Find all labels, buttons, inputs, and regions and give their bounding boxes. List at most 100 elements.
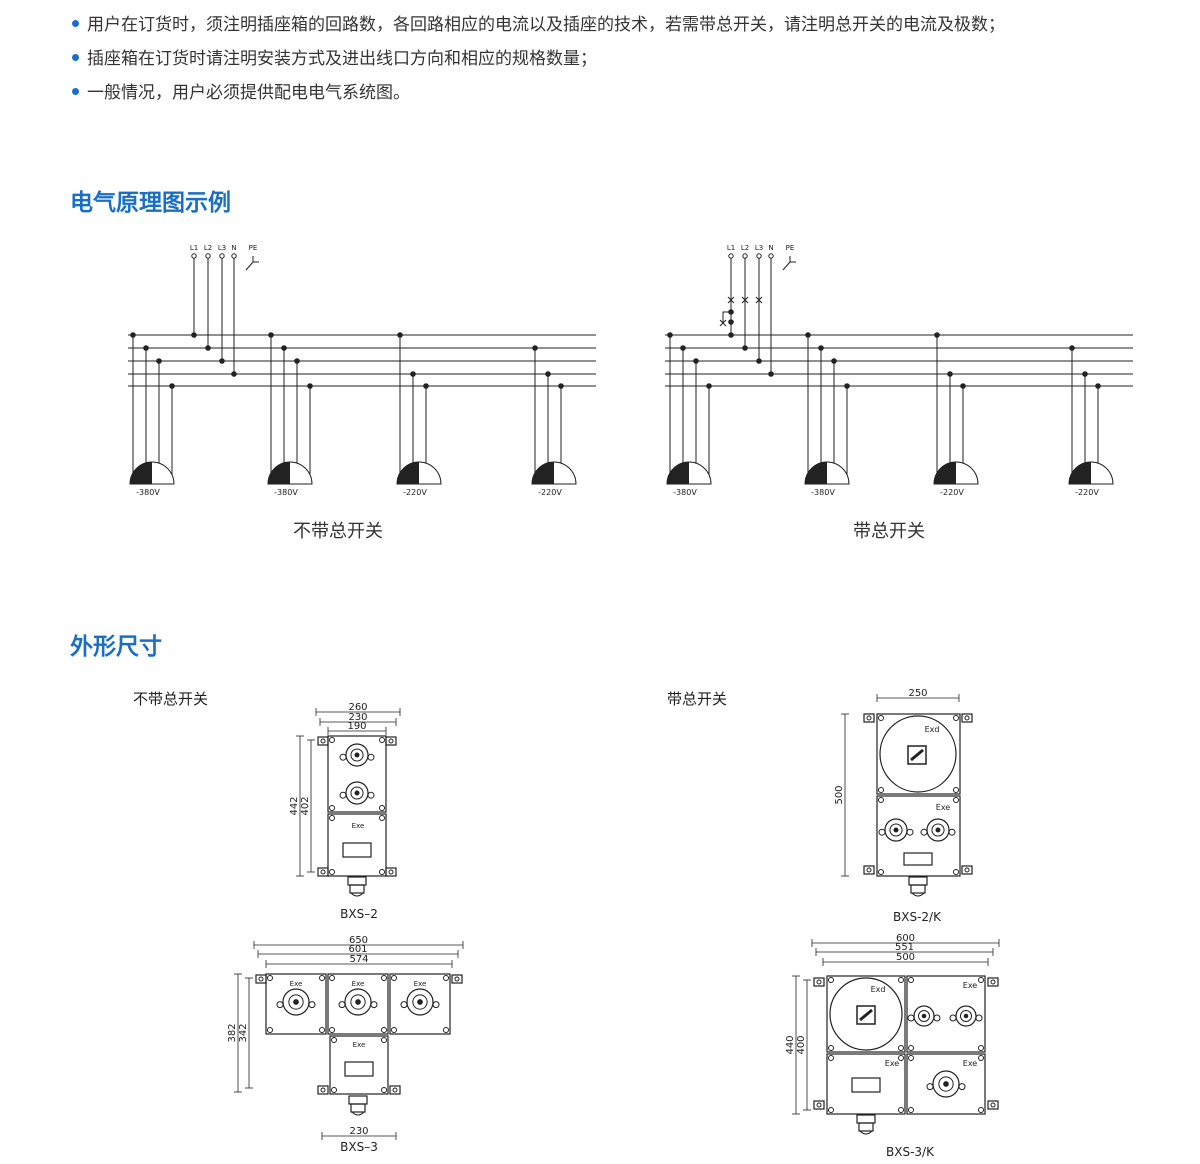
socket-pin-icon bbox=[921, 1013, 927, 1019]
enclosure bbox=[265, 973, 327, 1035]
cable-gland-icon bbox=[348, 1095, 368, 1105]
bolt-icon bbox=[329, 1027, 335, 1033]
schematic-left-caption: 不带总开关 bbox=[293, 521, 383, 542]
terminal-label: L2 bbox=[204, 244, 212, 252]
terminal-icon bbox=[231, 253, 237, 259]
bolt-icon bbox=[908, 1107, 914, 1113]
socket-shading bbox=[268, 462, 290, 484]
dimension-label: 574 bbox=[349, 954, 368, 965]
cable-gland-icon bbox=[910, 884, 926, 894]
socket-voltage-label: -220V bbox=[538, 488, 562, 497]
bolt-icon bbox=[379, 737, 385, 743]
enclosure-type-label: Exe bbox=[290, 980, 303, 988]
hole-icon bbox=[990, 1102, 996, 1108]
schematic-right-caption: 带总开关 bbox=[853, 521, 925, 542]
bolt-icon bbox=[379, 869, 385, 875]
socket-face-icon bbox=[350, 994, 366, 1010]
bolt-icon bbox=[319, 975, 325, 981]
bolt-icon bbox=[898, 1107, 904, 1113]
order-notes: 用户在订货时，须注明插座箱的回路数，各回路相应的电流以及插座的技术，若需带总开关… bbox=[72, 8, 1005, 110]
pe-terminal-icon bbox=[245, 256, 259, 271]
junction-dot bbox=[219, 358, 225, 364]
socket-cover-icon bbox=[406, 988, 434, 1016]
socket-cover-icon bbox=[344, 988, 372, 1016]
bolt-icon bbox=[379, 805, 385, 811]
dimension-label: 650 bbox=[349, 935, 368, 946]
breaker-contact-icon bbox=[727, 296, 735, 304]
screw-icon bbox=[948, 828, 956, 836]
note-text: 一般情况，用户必须提供配电电气系统图。 bbox=[87, 83, 410, 103]
schematic-section-title: 电气原理图示例 bbox=[70, 190, 231, 216]
bolt-icon bbox=[329, 869, 335, 875]
bolt-icon bbox=[953, 715, 959, 721]
bolt-icon bbox=[898, 1045, 904, 1051]
socket-cover-icon bbox=[913, 1005, 935, 1027]
screw-icon bbox=[338, 1001, 346, 1009]
terminal-label: L3 bbox=[218, 244, 226, 252]
bolt-icon bbox=[329, 805, 335, 811]
mounting-lug-icon bbox=[961, 713, 973, 723]
dimension-label: 250 bbox=[908, 688, 927, 699]
nameplate bbox=[903, 852, 933, 866]
enclosure-type-label: Exe bbox=[963, 1059, 978, 1068]
cable-icon bbox=[350, 892, 364, 897]
hole-icon bbox=[320, 869, 326, 875]
note-text: 用户在订货时，须注明插座箱的回路数，各回路相应的电流以及插座的技术，若需带总开关… bbox=[87, 15, 1005, 35]
socket-pin-icon bbox=[893, 827, 899, 833]
junction-dot bbox=[191, 332, 197, 338]
junction-dot bbox=[532, 345, 538, 351]
terminal-icon bbox=[219, 253, 225, 259]
bolt-icon bbox=[908, 1045, 914, 1051]
junction-dot bbox=[693, 358, 699, 364]
socket-pin-icon bbox=[943, 1081, 949, 1087]
hole-icon bbox=[320, 1087, 326, 1093]
dimension-left-label: 不带总开关 bbox=[133, 690, 209, 708]
cable-gland-icon bbox=[347, 876, 367, 886]
hole-icon bbox=[388, 869, 394, 875]
screw-icon bbox=[339, 791, 347, 799]
hole-icon bbox=[816, 1102, 822, 1108]
screw-icon bbox=[949, 1014, 957, 1022]
terminal-icon bbox=[756, 253, 762, 259]
bolt-icon bbox=[978, 977, 984, 983]
junction-dot bbox=[728, 332, 734, 338]
bolt-icon bbox=[379, 815, 385, 821]
bullet-dot-icon bbox=[72, 53, 79, 61]
screw-icon bbox=[276, 1001, 284, 1009]
bolt-icon bbox=[331, 1037, 337, 1043]
socket-pin-icon bbox=[355, 999, 361, 1005]
hole-icon bbox=[258, 976, 264, 982]
mounting-lug-icon bbox=[813, 1100, 825, 1110]
explosion-proof-cover-icon bbox=[879, 715, 957, 793]
mounting-lug-icon bbox=[863, 865, 875, 875]
junction-dot bbox=[947, 371, 953, 377]
socket-shading bbox=[805, 462, 827, 484]
junction-dot bbox=[1082, 371, 1088, 377]
model-label: BXS-2/K bbox=[893, 910, 942, 924]
bolt-icon bbox=[331, 1087, 337, 1093]
enclosure-type-label: Exe bbox=[885, 1059, 900, 1068]
junction-dot bbox=[130, 332, 136, 338]
socket-face-icon bbox=[350, 748, 364, 762]
cable-gland-icon bbox=[858, 1122, 874, 1132]
indicator-lamp-icon bbox=[719, 319, 727, 327]
terminal-icon bbox=[768, 253, 774, 259]
nameplate bbox=[342, 842, 372, 858]
socket-pin-icon bbox=[293, 999, 299, 1005]
socket-voltage-label: -380V bbox=[673, 488, 697, 497]
bolt-icon bbox=[828, 1045, 834, 1051]
bolt-icon bbox=[828, 977, 834, 983]
junction-dot bbox=[960, 383, 966, 389]
hole-icon bbox=[320, 738, 326, 744]
bolt-icon bbox=[391, 975, 397, 981]
terminal-label: L1 bbox=[190, 244, 198, 252]
socket-pin-icon bbox=[417, 999, 423, 1005]
bolt-icon bbox=[381, 1027, 387, 1033]
mounting-lug-icon bbox=[317, 867, 329, 877]
enclosure bbox=[327, 973, 389, 1035]
bolt-icon bbox=[978, 1045, 984, 1051]
hole-icon bbox=[392, 1087, 398, 1093]
socket-face-icon bbox=[931, 823, 945, 837]
